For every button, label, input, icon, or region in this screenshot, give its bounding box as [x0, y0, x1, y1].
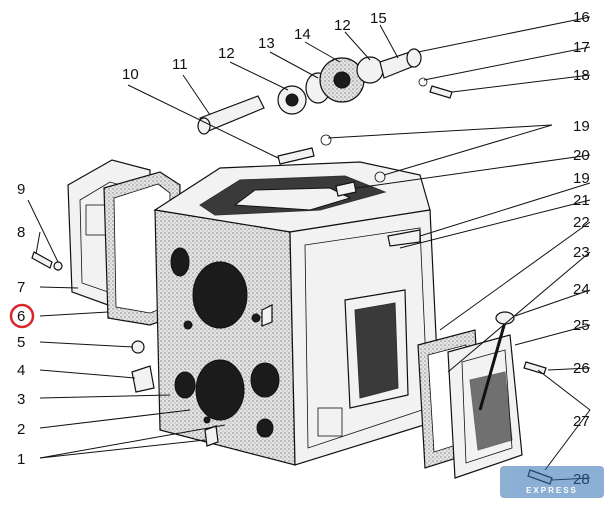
callout-18: 18 [573, 67, 590, 84]
callout-26: 26 [573, 360, 590, 377]
callout-labels: 1 2 3 4 5 6 7 8 9 10 11 12 12 13 14 15 1… [17, 9, 590, 488]
callout-7: 7 [17, 279, 25, 296]
callout-27: 27 [573, 413, 590, 430]
dipstick [478, 311, 515, 411]
callout-17: 17 [573, 39, 590, 56]
callout-22: 22 [573, 214, 590, 231]
callout-15: 15 [370, 10, 387, 27]
callout-12-left: 12 [218, 45, 235, 62]
shaft-assembly [197, 48, 422, 135]
callout-5: 5 [17, 334, 25, 351]
callout-21: 21 [573, 192, 590, 209]
callout-4: 4 [17, 362, 25, 379]
callout-1: 1 [17, 451, 25, 468]
watermark-text: EXPRESS [526, 486, 578, 495]
gearbox-housing [153, 161, 441, 466]
watermark-logo: EXPRESS [500, 466, 604, 498]
callout-9: 9 [17, 181, 25, 198]
callout-19-lower: 19 [573, 170, 590, 187]
callout-20: 20 [573, 147, 590, 164]
callout-24: 24 [573, 281, 590, 298]
callout-10: 10 [122, 66, 139, 83]
callout-14: 14 [294, 26, 311, 43]
leader-lines [27, 16, 591, 481]
callout-23: 23 [573, 244, 590, 261]
callout-13: 13 [258, 35, 275, 52]
callout-16: 16 [573, 9, 590, 26]
callout-12-right: 12 [334, 17, 351, 34]
callout-19-top: 19 [573, 118, 590, 135]
callout-2: 2 [17, 421, 25, 438]
callout-8: 8 [17, 224, 25, 241]
callout-6: 6 [17, 308, 25, 325]
callout-11: 11 [172, 56, 188, 73]
side-cover [447, 334, 523, 479]
callout-3: 3 [17, 391, 25, 408]
callout-6-highlight-ring [9, 303, 35, 329]
callout-25: 25 [573, 317, 590, 334]
